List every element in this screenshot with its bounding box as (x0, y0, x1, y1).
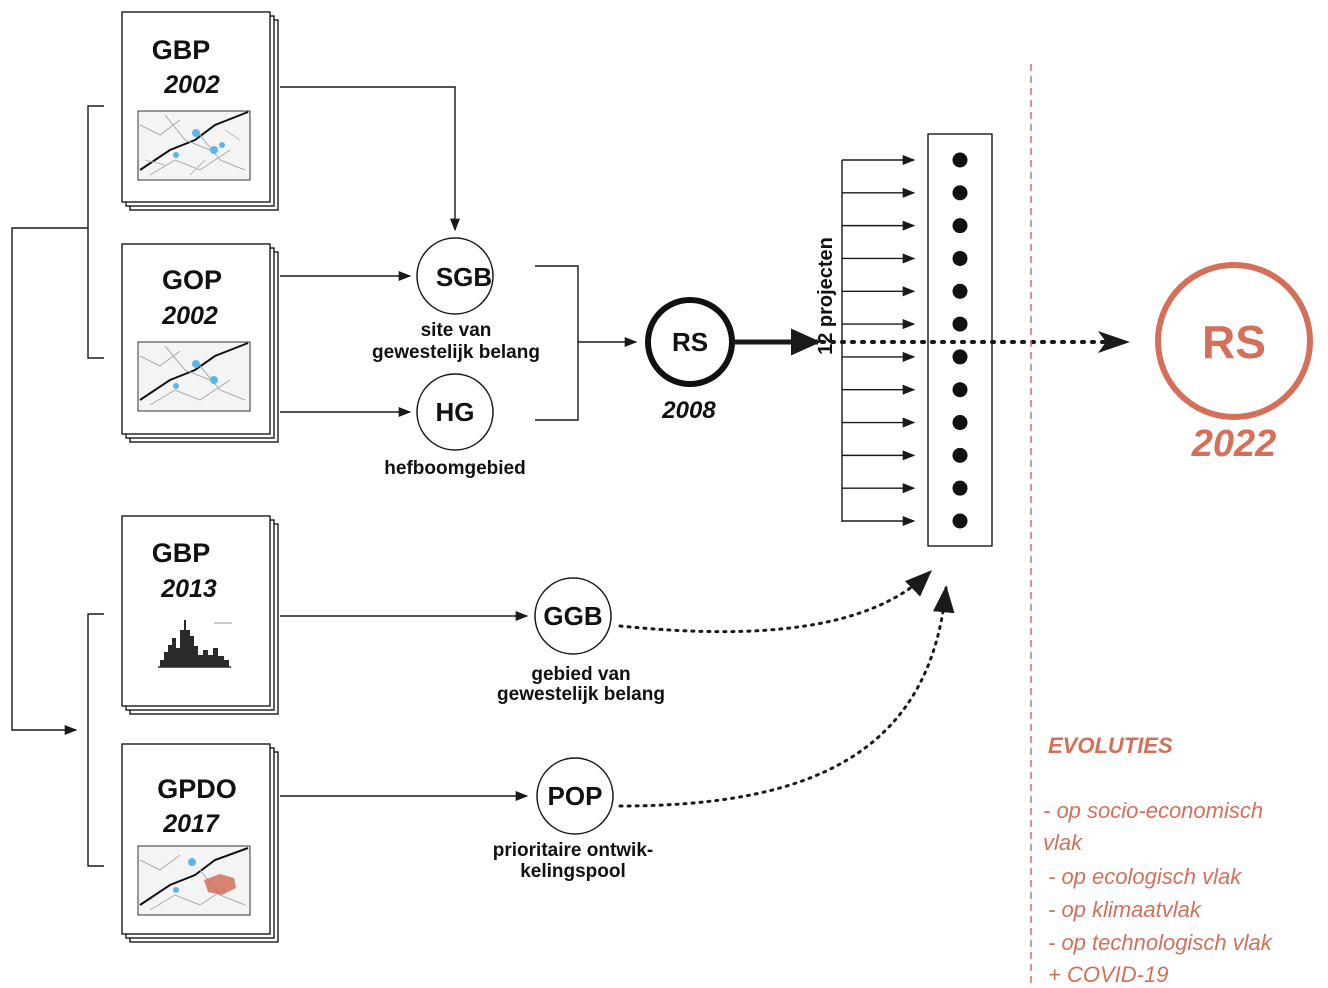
evolution-item: - op klimaatvlak (1048, 897, 1202, 922)
node-caption: gewestelijk belang (497, 684, 665, 705)
project-dot (952, 185, 968, 201)
evolution-item: - op socio-economisch (1043, 798, 1263, 823)
node-label: SGB (436, 262, 492, 292)
evolution-item: vlak (1043, 830, 1083, 855)
node-ggb: GGB gebied van gewestelijk belang (497, 577, 665, 705)
project-dot (952, 250, 968, 266)
node-caption: kelingspool (520, 861, 626, 882)
document-gop-2002: GOP 2002 (121, 243, 279, 443)
map-thumbnail (137, 341, 251, 412)
skyline-thumbnail (158, 620, 232, 668)
node-rs-2022: RS 2022 (1155, 262, 1313, 465)
project-dots (952, 152, 968, 529)
node-sgb: SGB site van gewestelijk belang (372, 237, 540, 363)
document-title: GOP (162, 265, 222, 295)
document-year: 2017 (162, 810, 220, 838)
node-year: 2008 (661, 397, 716, 424)
project-dot (952, 447, 968, 463)
project-dot (952, 316, 968, 332)
node-label: HG (436, 397, 475, 427)
node-hg: HG hefboomgebied (384, 373, 526, 479)
project-dot (952, 349, 968, 365)
node-caption: hefboomgebied (384, 458, 525, 479)
dotted-arrow-to-rs-2022 (820, 331, 1130, 353)
node-pop: POP prioritaire ontwik- kelingspool (493, 757, 653, 882)
evolution-item: - op technologisch vlak (1048, 930, 1273, 955)
project-arrows (842, 154, 916, 527)
node-label: RS (1202, 316, 1266, 368)
document-title: GBP (152, 35, 211, 65)
document-title: GPDO (157, 774, 237, 804)
node-caption: gebied van (531, 664, 630, 685)
node-caption: gewestelijk belang (372, 342, 540, 363)
project-dot (952, 480, 968, 496)
project-dot (952, 152, 968, 168)
projects-label: 12 projecten (815, 237, 837, 355)
connectors (280, 86, 955, 808)
project-dot (952, 218, 968, 234)
document-gbp-2013: GBP 2013 (121, 515, 279, 715)
evolutions-heading: EVOLUTIES (1048, 733, 1173, 758)
node-caption: site van (421, 320, 492, 341)
map-thumbnail (137, 845, 251, 916)
evolutions-list: EVOLUTIES - op socio-economisch vlak - o… (1043, 733, 1273, 987)
document-title: GBP (152, 538, 211, 568)
project-dot (952, 415, 968, 431)
project-dot (952, 513, 968, 529)
project-dot (952, 283, 968, 299)
node-year: 2022 (1191, 423, 1277, 465)
projects-box (927, 133, 993, 547)
evolution-item: + COVID-19 (1048, 962, 1168, 987)
document-gpdo-2017: GPDO 2017 (121, 743, 279, 943)
evolution-item: - op ecologisch vlak (1048, 864, 1242, 889)
project-dot (952, 382, 968, 398)
map-thumbnail (137, 110, 251, 181)
node-caption: prioritaire ontwik- (493, 840, 653, 861)
node-label: RS (672, 327, 708, 357)
left-brackets (11, 105, 104, 867)
document-year: 2013 (160, 575, 217, 603)
document-year: 2002 (163, 71, 220, 99)
projects-group: 12 projecten (815, 133, 993, 547)
node-label: POP (548, 781, 603, 811)
document-gbp-2002: GBP 2002 (121, 11, 279, 211)
node-label: GGB (543, 601, 602, 631)
node-rs-2008: RS 2008 (645, 297, 735, 424)
document-year: 2002 (161, 302, 218, 330)
